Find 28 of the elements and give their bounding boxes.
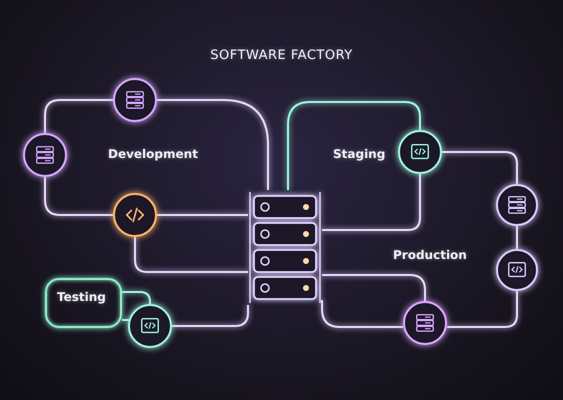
server-circle <box>403 301 447 345</box>
node-label: Testing <box>57 290 106 304</box>
stage-label: Development <box>108 147 198 161</box>
server-circle <box>23 133 67 177</box>
server-circle <box>113 78 157 122</box>
connector-line <box>157 99 269 190</box>
connector-line <box>322 174 421 231</box>
server-circle <box>496 184 538 226</box>
connector-line <box>321 300 403 328</box>
connector-line <box>287 101 421 190</box>
connector-line <box>322 274 426 301</box>
title: SOFTWARE FACTORY <box>209 48 354 63</box>
server-rack-drawing <box>248 190 322 305</box>
connector-line <box>516 226 518 249</box>
code-screen-circle <box>496 249 538 291</box>
connector-line <box>44 177 113 216</box>
connector-line <box>157 214 248 216</box>
code-screen-circle <box>398 130 442 174</box>
connector-line <box>442 151 518 184</box>
stage-label: Staging <box>333 147 386 161</box>
connector-line <box>134 237 248 273</box>
code-screen-circle <box>128 304 172 348</box>
connector-line <box>447 291 518 328</box>
code-circle <box>113 193 157 237</box>
connector-line <box>44 99 113 133</box>
connector-line <box>172 305 249 327</box>
stage-label: Production <box>393 248 467 262</box>
testing-box <box>45 278 122 328</box>
